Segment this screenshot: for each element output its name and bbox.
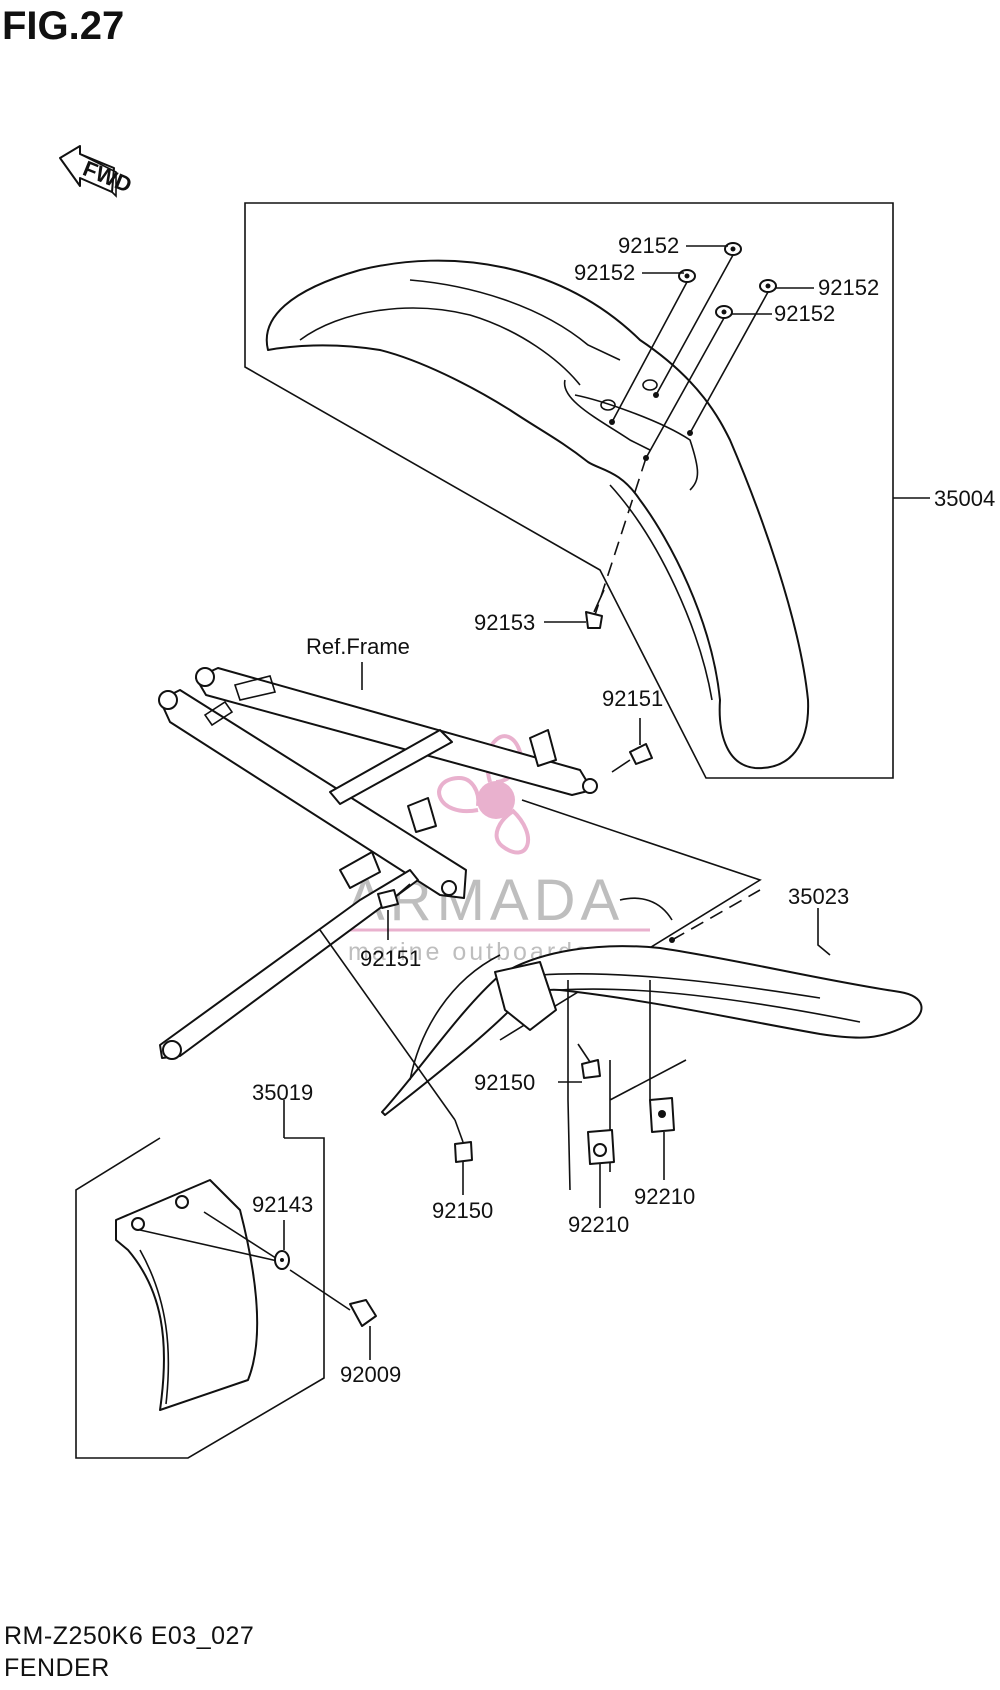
callout-92143: 92143 bbox=[252, 1192, 313, 1217]
callout-92152-d: 92152 bbox=[774, 301, 835, 326]
washer-92152-b bbox=[678, 269, 696, 283]
bolt-92153 bbox=[585, 589, 605, 629]
callout-35019: 35019 bbox=[252, 1080, 313, 1105]
section-name: FENDER bbox=[4, 1654, 110, 1682]
callout-92210-b: 92210 bbox=[634, 1184, 695, 1209]
callout-35023: 35023 bbox=[788, 884, 849, 909]
mud-flap-35019 bbox=[115, 1179, 259, 1411]
callout-92152-a: 92152 bbox=[618, 233, 679, 258]
washer-92143 bbox=[274, 1250, 290, 1270]
mud-flap-group-outline bbox=[75, 1137, 325, 1459]
fwd-label: FWD bbox=[80, 156, 136, 198]
rear-fender-35023 bbox=[381, 897, 923, 1116]
front-fender-35004 bbox=[265, 259, 810, 770]
callout-92152-c: 92152 bbox=[818, 275, 879, 300]
washer-92152-c bbox=[759, 279, 777, 293]
callout-92151-b: 92151 bbox=[360, 946, 421, 971]
rear-sub-frame bbox=[158, 667, 598, 1060]
callout-92151-a: 92151 bbox=[602, 686, 663, 711]
clip-nut-92210-b bbox=[649, 1097, 675, 1133]
bolt-92150-b bbox=[454, 1119, 473, 1163]
washer-92152-d bbox=[715, 305, 733, 319]
callout-92150-b: 92150 bbox=[432, 1198, 493, 1223]
callout-35004: 35004 bbox=[934, 486, 995, 511]
forward-arrow-icon: FWD bbox=[59, 145, 136, 198]
screw-92009 bbox=[289, 1269, 377, 1327]
callout-92150-a: 92150 bbox=[474, 1070, 535, 1095]
ref-frame-label: Ref.Frame bbox=[306, 634, 410, 659]
front-fender-group-outline bbox=[244, 202, 894, 779]
callout-92210-a: 92210 bbox=[568, 1212, 629, 1237]
washer-92152-a bbox=[724, 242, 742, 256]
callout-92009: 92009 bbox=[340, 1362, 401, 1387]
callout-92153: 92153 bbox=[474, 610, 535, 635]
bolt-92151-b bbox=[377, 883, 411, 909]
bolt-92151-a bbox=[611, 743, 653, 773]
figure-title: FIG.27 bbox=[2, 4, 125, 48]
bolt-92150-a bbox=[577, 1043, 601, 1079]
clip-nut-92210-a bbox=[587, 1129, 615, 1165]
model-code: RM-Z250K6 E03_027 bbox=[4, 1622, 255, 1650]
callout-92152-b: 92152 bbox=[574, 260, 635, 285]
